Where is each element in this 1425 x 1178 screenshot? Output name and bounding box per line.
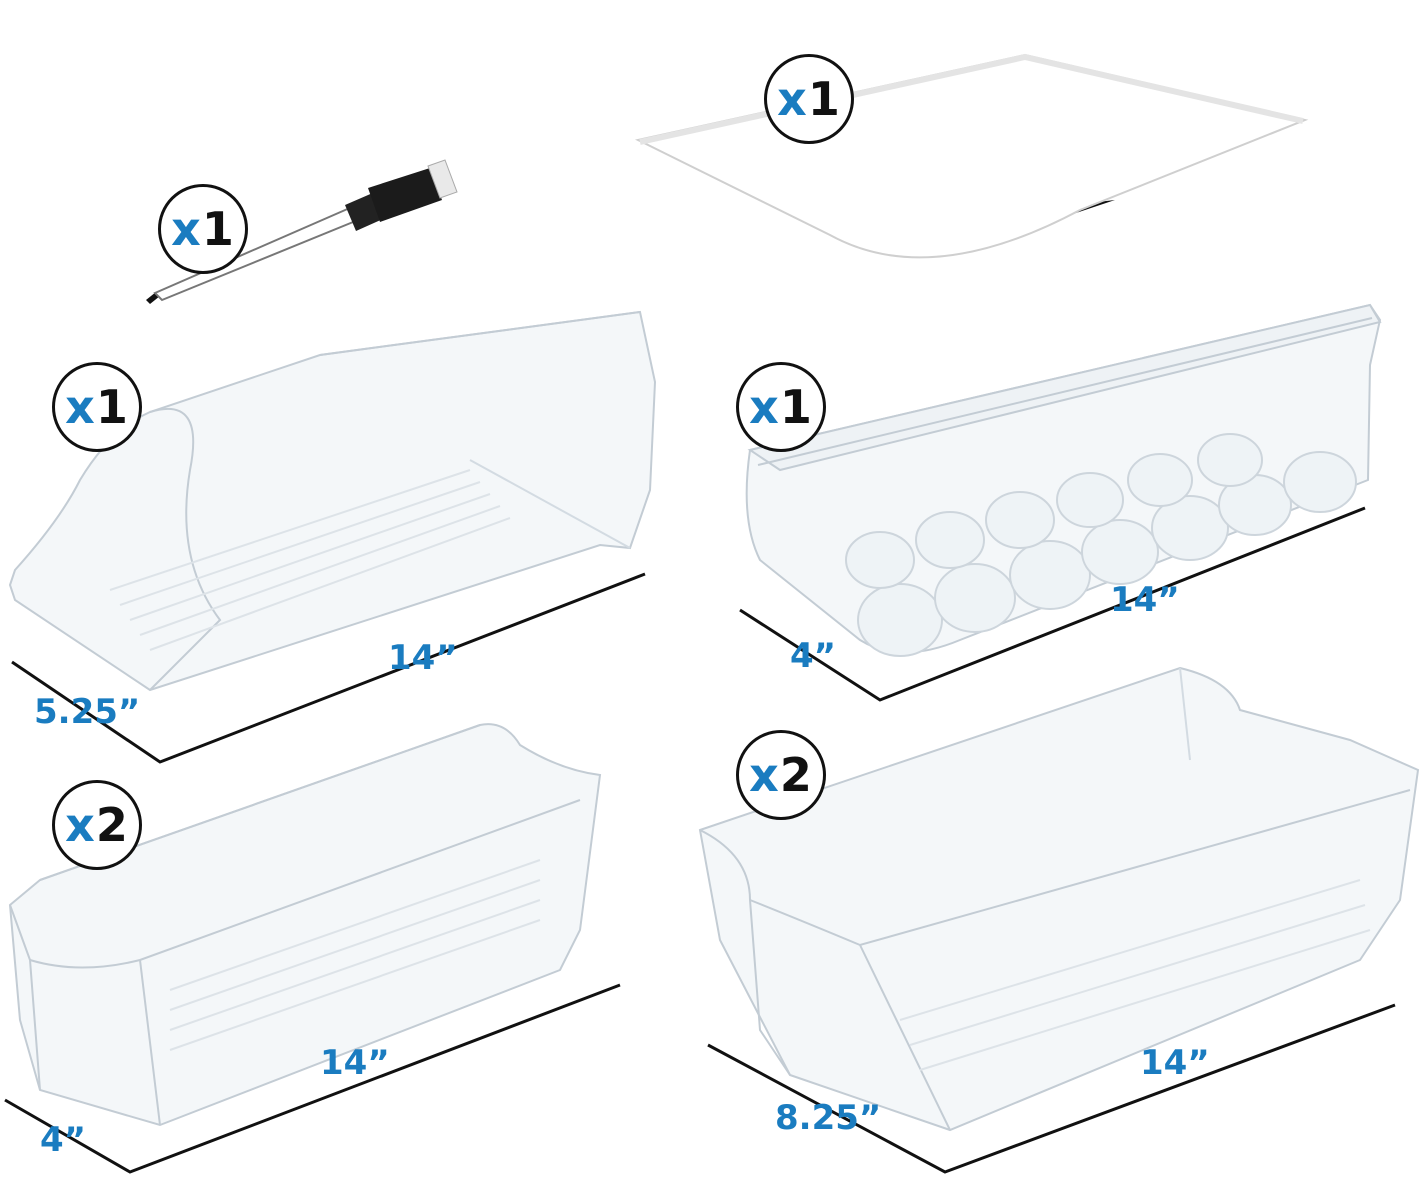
can-dispenser-bin-image (8, 310, 657, 692)
width-label-narrow-bin: 4” (40, 1120, 87, 1160)
length-label-wide-bin: 14” (1140, 1043, 1210, 1083)
dimension-lines (4, 506, 1396, 1174)
narrow-bin-image (8, 723, 602, 1127)
length-label-can-dispenser-bin: 14” (388, 638, 458, 678)
width-label-can-dispenser-bin: 5.25” (34, 692, 141, 732)
width-label-wide-bin: 8.25” (775, 1098, 882, 1138)
width-label-egg-holder-value: 4” (790, 636, 837, 676)
magnetic-sheet-image (634, 53, 1309, 259)
egg-holder-image (745, 303, 1382, 657)
marker-image (146, 159, 458, 304)
wide-bin-image (698, 666, 1420, 1132)
length-label-narrow-bin: 14” (320, 1043, 390, 1083)
length-label-egg-holder: 14” (1110, 580, 1180, 620)
